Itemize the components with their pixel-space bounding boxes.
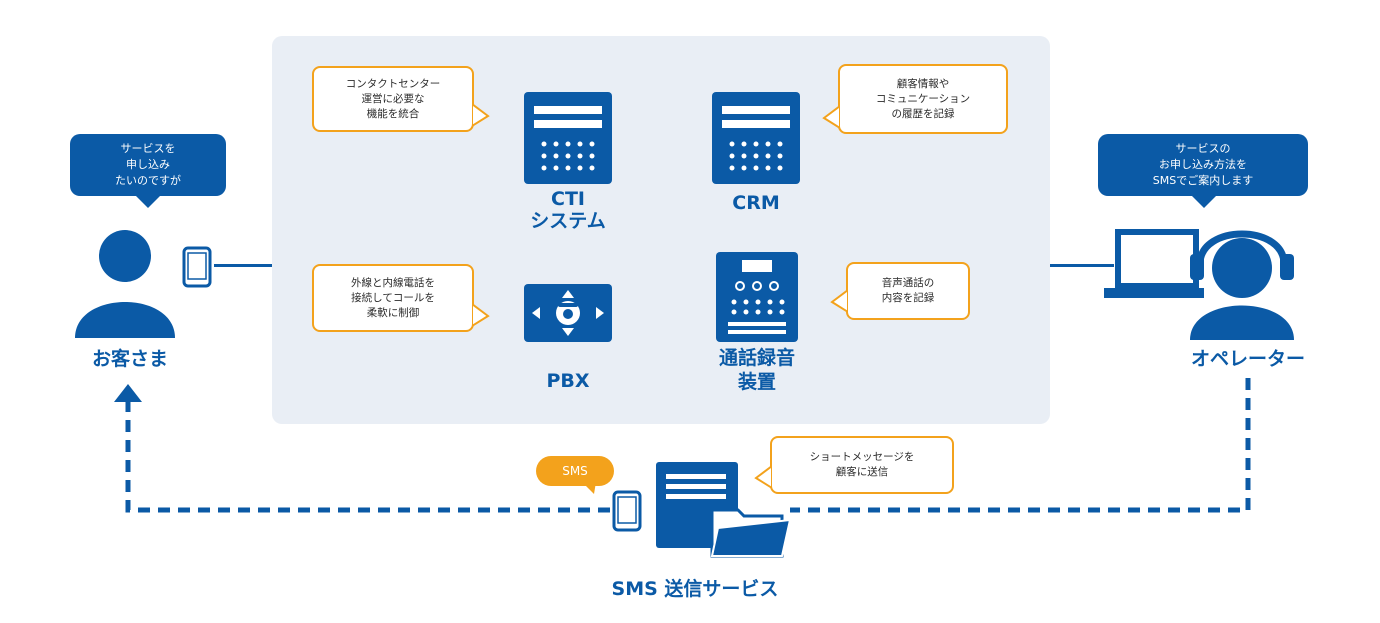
customer-label: お客さま: [91, 348, 168, 370]
callout-tail-icon: [472, 104, 490, 128]
badge-tail-icon: [582, 482, 596, 494]
customer-person-icon: [75, 230, 175, 338]
bubble-tail-icon: [134, 194, 162, 208]
operator-speech-bubble: サービスの お申し込み方法を SMSでご案内します: [1098, 134, 1308, 196]
operator-headset-icon: [1190, 230, 1294, 340]
cti-server-icon: [524, 92, 612, 184]
cti-callout: コンタクトセンター 運営に必要な 機能を統合: [312, 66, 474, 132]
pbx-label: PBX: [546, 370, 590, 392]
pbx-callout: 外線と内線電話を 接続してコールを 柔軟に制御: [312, 264, 474, 332]
recorder-label: 通話録音 装置: [718, 347, 795, 393]
operator-link-line: [1050, 264, 1114, 267]
recorder-device-icon: [716, 252, 798, 342]
sms-callout: ショートメッセージを 顧客に送信: [770, 436, 954, 494]
customer-speech-bubble: サービスを 申し込み たいのですが: [70, 134, 226, 196]
crm-label: CRM: [732, 192, 780, 214]
recorder-callout: 音声通話の 内容を記録: [846, 262, 970, 320]
crm-callout: 顧客情報や コミュニケーション の履歴を記録: [838, 64, 1008, 134]
sms-badge: SMS: [536, 456, 614, 486]
smartphone-icon: [612, 490, 642, 532]
sms-service-label: SMS 送信サービス: [611, 578, 779, 600]
callout-tail-icon: [830, 290, 848, 314]
callout-tail-icon: [754, 466, 772, 490]
customer-link-line: [214, 264, 272, 267]
pbx-phone-icon: [524, 284, 612, 342]
bubble-tail-icon: [1190, 194, 1218, 208]
crm-server-icon: [712, 92, 800, 184]
smartphone-icon: [182, 246, 212, 288]
operator-label: オペレーター: [1190, 348, 1305, 370]
callout-tail-icon: [822, 106, 840, 130]
cti-label: CTI システム: [530, 188, 606, 232]
callout-tail-icon: [472, 304, 490, 328]
folder-icon: [710, 508, 792, 558]
